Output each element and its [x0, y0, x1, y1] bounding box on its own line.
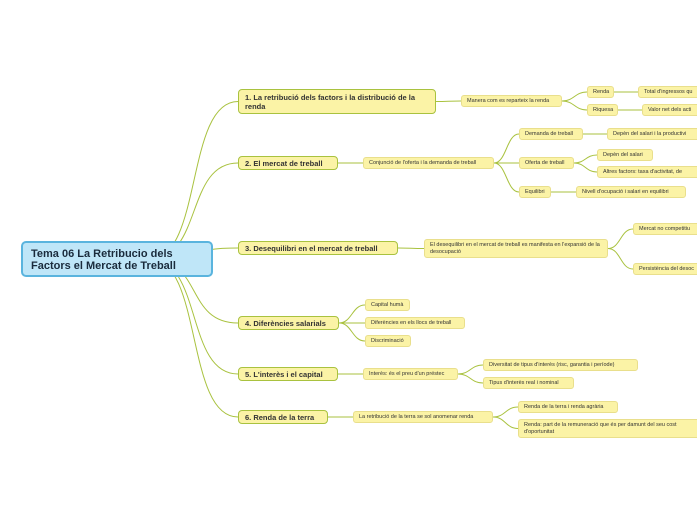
- subtopic-b4c1[interactable]: Capital humà: [365, 299, 410, 311]
- subtopic-b2c1b2[interactable]: Altres factors: taxa d'activitat, de: [597, 166, 697, 178]
- connector-topic-b4-subtopic-b4c3: [338, 322, 366, 342]
- connector-subtopic-b6c1-subtopic-b6c1a: [492, 406, 519, 418]
- subtopic-b1c1a1[interactable]: Total d'ingressos qu: [638, 86, 697, 98]
- subtopic-b2c1a[interactable]: Demanda de treball: [519, 128, 583, 140]
- topic-b2[interactable]: 2. El mercat de treball: [238, 156, 338, 170]
- subtopic-b1c1[interactable]: Manera com es reparteix la renda: [461, 95, 562, 107]
- subtopic-b4c3[interactable]: Discriminació: [365, 335, 411, 347]
- topic-b5[interactable]: 5. L'interès i el capital: [238, 367, 338, 381]
- subtopic-b5c1b[interactable]: Tipus d'interès real i nominal: [483, 377, 574, 389]
- subtopic-b2c1b[interactable]: Oferta de treball: [519, 157, 574, 169]
- connector-subtopic-b3c1-subtopic-b3c1b: [607, 248, 634, 270]
- connector-topic-b4-subtopic-b4c1: [338, 304, 366, 324]
- connector-topic-b1-subtopic-b1c1: [435, 100, 462, 102]
- subtopic-b1c1a[interactable]: Renda: [587, 86, 614, 98]
- topic-b6[interactable]: 6. Renda de la terra: [238, 410, 328, 424]
- subtopic-b2c1c[interactable]: Equilibri: [519, 186, 551, 198]
- subtopic-b5c1[interactable]: Interès: és el preu d'un préstec: [363, 368, 458, 380]
- subtopic-b3c1b[interactable]: Persistència del desoc: [633, 263, 697, 275]
- connector-subtopic-b5c1-subtopic-b5c1b: [457, 373, 484, 384]
- connector-root-topic-topic-b1: [149, 101, 239, 260]
- connector-topic-b3-subtopic-b3c1: [397, 247, 425, 249]
- connector-subtopic-b3c1-subtopic-b3c1a: [607, 228, 634, 249]
- connector-subtopic-b2c1-subtopic-b2c1a: [493, 133, 520, 164]
- topic-b4[interactable]: 4. Diferències salarials: [238, 316, 339, 330]
- subtopic-b1c1b1[interactable]: Valor net dels acti: [642, 104, 697, 116]
- subtopic-b2c1a1[interactable]: Depèn del salari i la productivi: [607, 128, 697, 140]
- topic-b3[interactable]: 3. Desequilibri en el mercat de treball: [238, 241, 398, 255]
- subtopic-b3c1[interactable]: El desequilibri en el mercat de treball …: [424, 239, 608, 258]
- connector-subtopic-b5c1-subtopic-b5c1a: [457, 364, 484, 375]
- root-topic[interactable]: Tema 06 La Retribucio dels Factors el Me…: [21, 241, 213, 277]
- connector-root-topic-topic-b6: [149, 258, 239, 418]
- subtopic-b5c1a[interactable]: Diversitat de tipus d'interès (risc, gar…: [483, 359, 638, 371]
- subtopic-b2c1c1[interactable]: Nivell d'ocupació i salari en equilibri: [576, 186, 686, 198]
- subtopic-b6c1b[interactable]: Renda: part de la remuneració que és per…: [518, 419, 697, 438]
- subtopic-b6c1[interactable]: La retribució de la terra se sol anomena…: [353, 411, 493, 423]
- topic-b1[interactable]: 1. La retribució dels factors i la distr…: [238, 89, 436, 114]
- connector-subtopic-b6c1-subtopic-b6c1b: [492, 416, 519, 429]
- connector-subtopic-b2c1-subtopic-b2c1c: [493, 162, 520, 193]
- connector-subtopic-b2c1b-subtopic-b2c1b2: [573, 162, 598, 173]
- subtopic-b4c2[interactable]: Diferències en els llocs de treball: [365, 317, 465, 329]
- subtopic-b2c1b1[interactable]: Depèn del salari: [597, 149, 653, 161]
- connector-subtopic-b1c1-subtopic-b1c1a: [561, 91, 588, 102]
- connector-subtopic-b2c1b-subtopic-b2c1b1: [573, 154, 598, 164]
- subtopic-b6c1a[interactable]: Renda de la terra i renda agrària: [518, 401, 618, 413]
- subtopic-b3c1a[interactable]: Mercat no competitiu: [633, 223, 697, 235]
- subtopic-b2c1[interactable]: Conjunció de l'oferta i la demanda de tr…: [363, 157, 494, 169]
- subtopic-b1c1b[interactable]: Riquesa: [587, 104, 618, 116]
- connector-subtopic-b1c1-subtopic-b1c1b: [561, 100, 588, 111]
